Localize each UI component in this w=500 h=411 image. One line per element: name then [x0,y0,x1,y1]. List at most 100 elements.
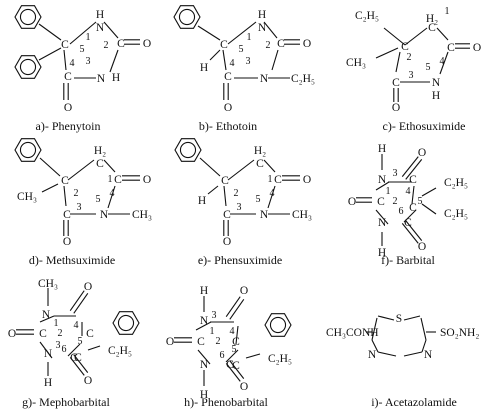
ring-position-number: 1 [386,186,391,197]
bond-line [235,325,239,345]
ring-position-number: 3 [212,310,217,321]
bond-line [222,49,227,71]
bond-line [267,185,276,209]
atom-label: N [378,217,387,229]
ring-position-number: 3 [56,340,61,351]
atom-label: H [44,377,52,389]
atom-label: C [401,41,409,53]
bond-line [63,185,67,207]
substituent-label: CH₃ [38,278,58,290]
atom-label: N [96,22,105,34]
bond-line [63,49,67,71]
ring-position-number: 3 [246,56,251,67]
atom-label: O [240,285,248,297]
atom-label: C [117,38,125,50]
substituent-label: C₂H₅ [444,208,468,220]
bond-line [403,351,423,357]
double-bond-line [401,223,419,244]
bond-line [109,49,119,73]
atom-label: H [378,143,386,155]
atom-label: N [432,77,441,89]
bond-line [375,47,399,59]
atom-label: C [226,359,234,371]
ring-position-number: 4 [230,326,235,337]
atom-label: N [200,315,209,327]
ring-position-number: 2 [216,336,221,347]
atom-label: H [200,285,208,297]
atom-label: C [409,174,417,186]
bond-line [199,157,221,177]
atom-label: C [428,22,436,34]
benzene-ring [112,311,140,335]
atom-label: N [260,209,269,221]
atom-label: N [97,73,106,85]
bond-line [197,25,221,41]
atom-label: CH₃ [346,57,366,69]
ring-position-number: 2 [74,188,79,199]
ring-position-number: 6 [399,206,404,217]
atom-label: H₂ [254,145,266,157]
ring-position-number: 2 [266,40,271,51]
substituent-label: C₂H₅ [355,10,379,22]
aromatic-circle [19,8,37,26]
bond-line [38,23,62,41]
atom-label: C [197,336,205,348]
bond-line [38,47,62,61]
bond-line [375,209,389,225]
ring-position-number: 1 [210,326,215,337]
ring-position-number: 4 [406,186,411,197]
atom-label: O [418,241,426,253]
atom-label: O [84,281,92,293]
substituent-label: CH₃ [292,209,312,221]
molecule-caption: i)- Acetazolamide [371,395,457,409]
bond-line [377,351,397,357]
atom-label: N [260,73,269,85]
ring-position-number: 3 [393,168,398,179]
molecule-caption: d)- Methsuximide [29,253,115,267]
atom-label: O [240,381,248,393]
atom-label: O [303,38,311,50]
double-bond-line [405,220,423,241]
ring-position-number: 1 [86,32,91,43]
bond-line [195,321,212,331]
atom-label: O [223,236,231,248]
substituent-label: C₂H₅ [268,353,292,365]
bond-line [223,185,227,207]
bond-line [225,349,239,363]
aromatic-circle [179,141,197,159]
atom-label: H [112,72,120,84]
atom-label: H [96,9,104,21]
molecule-caption: h)- Phenobarbital [184,395,268,409]
atom-label: H₂ [94,145,106,157]
atom-label: C [277,38,285,50]
atom-label: C [39,328,47,340]
ring-position-number: 4 [70,58,75,69]
atom-label: C [224,71,232,83]
atom-label: O [8,328,16,340]
bond-line [67,343,81,357]
aromatic-circle [19,58,37,76]
atom-label: C [223,209,231,221]
bond-line [395,51,401,73]
ring-position-number: 5 [96,194,101,205]
atom-label: C [61,39,69,51]
atom-label: C [64,71,72,83]
ring-position-number: 1 [54,318,59,329]
atom-label: C [70,352,78,364]
bond-line [41,183,59,193]
bond-line [421,203,437,215]
ring-position-number: 5 [239,44,244,55]
bond-line [197,349,211,365]
bond-line [69,21,97,45]
atom-label: O [143,174,151,186]
bond-line [39,157,61,177]
bond-line [103,21,119,39]
aromatic-circle [19,141,37,159]
bond-line [436,27,449,41]
atom-label: O [84,375,92,387]
ring-position-number: 6 [220,350,225,361]
atom-label: C [392,77,400,89]
